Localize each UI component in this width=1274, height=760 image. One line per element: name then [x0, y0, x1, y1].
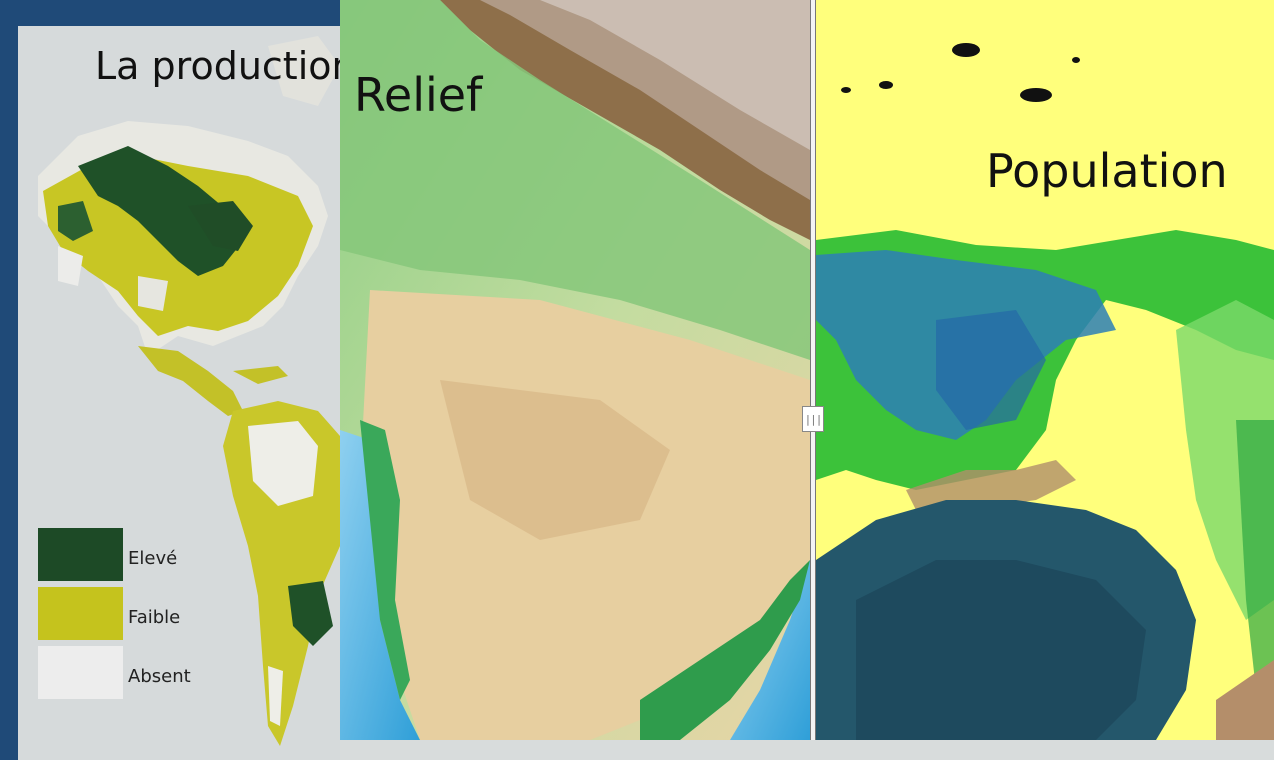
population-map-panel[interactable]: Population — [816, 0, 1274, 740]
relief-terrain — [340, 0, 810, 740]
relief-map-panel[interactable]: Relief — [340, 0, 810, 740]
americas-production-map: La production — [18, 26, 340, 760]
legend-label-absent: Absent — [128, 666, 191, 687]
grip-lines-icon[interactable]: ||| — [802, 406, 824, 432]
legend-swatch-absent — [38, 646, 123, 699]
legend-item-high: Elevé — [38, 528, 238, 587]
legend-swatch-high — [38, 528, 123, 581]
relief-label: Relief — [354, 68, 483, 122]
swipe-divider[interactable] — [810, 0, 816, 740]
legend-swatch-low — [38, 587, 123, 640]
americas-landmass — [38, 36, 340, 746]
legend-item-absent: Absent — [38, 646, 238, 705]
slide-title: La production — [95, 44, 340, 88]
legend-label-high: Elevé — [128, 548, 178, 569]
legend-item-low: Faible — [38, 587, 238, 646]
map-legend: Elevé Faible Absent — [38, 528, 238, 705]
population-density — [816, 0, 1274, 740]
legend-label-low: Faible — [128, 607, 181, 628]
population-label: Population — [986, 144, 1228, 198]
